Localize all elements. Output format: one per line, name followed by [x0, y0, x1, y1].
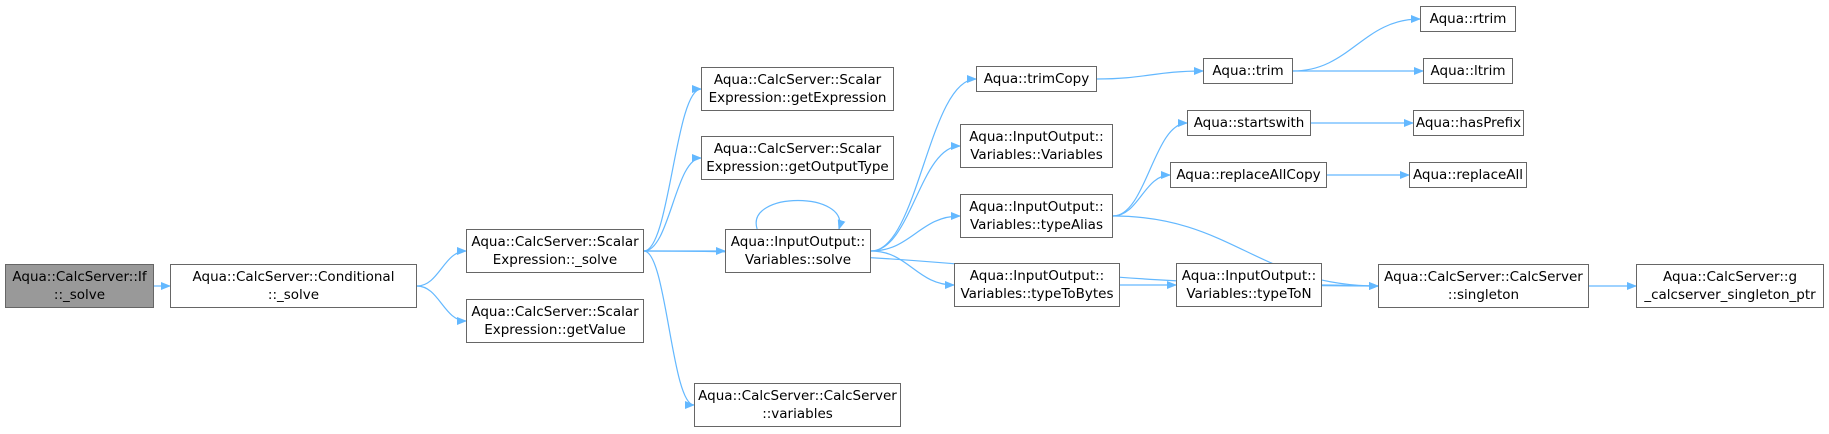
node-variables-solve[interactable]: Aqua::InputOutput::Variables::solve [725, 229, 871, 273]
node-label-line: Expression::getOutputType [706, 159, 889, 175]
node-replace-all-copy[interactable]: Aqua::replaceAllCopy [1170, 162, 1327, 188]
edge-variables_solve-to-variables_ctor [870, 142, 961, 252]
node-label-line: Aqua::ltrim [1430, 63, 1506, 79]
edge-type_alias-to-singleton [1112, 215, 1379, 290]
node-calcserver-singleton[interactable]: Aqua::CalcServer::CalcServer::singleton [1378, 264, 1589, 308]
node-label-line: Expression::_solve [492, 252, 618, 268]
edge-scalar_solve-to-calcserver_variables [643, 250, 695, 409]
node-label-line: Variables::typeToBytes [960, 286, 1114, 302]
node-label-line: Aqua::CalcServer::g [1662, 269, 1798, 285]
node-label-line: Aqua::InputOutput:: [969, 129, 1104, 145]
node-label-line: Aqua::CalcServer::CalcServer [698, 388, 897, 404]
edge-variables_solve-to-variables_solve [755, 199, 846, 230]
edge-variables_solve-to-type_alias [870, 212, 961, 252]
edge-trim_copy-to-trim [1096, 67, 1204, 80]
node-label-line: Aqua::replaceAll [1412, 167, 1524, 183]
edge-trim-to-rtrim [1292, 15, 1421, 72]
node-label-line: ::singleton [1447, 287, 1520, 303]
node-label-line: Variables::typeToN [1186, 286, 1312, 302]
node-label-line: Aqua::InputOutput:: [969, 199, 1104, 215]
node-label-line: Aqua::CalcServer::Scalar [713, 72, 882, 88]
node-variables-type-alias[interactable]: Aqua::InputOutput::Variables::typeAlias [960, 194, 1113, 238]
node-label-line: Aqua::CalcServer::If [12, 269, 147, 285]
node-label-line: Variables::solve [744, 252, 852, 268]
node-label-line: Aqua::InputOutput:: [730, 234, 866, 250]
node-label-line: Aqua::CalcServer::Scalar [713, 141, 882, 157]
node-label-line: Variables::typeAlias [970, 217, 1103, 233]
node-label-line: ::_solve [267, 287, 320, 303]
edge-scalar_solve-to-get_output_type [643, 154, 702, 252]
node-label-line: Aqua::rtrim [1429, 11, 1507, 27]
node-label-line: ::_solve [53, 287, 106, 303]
node-label-line: Variables::Variables [970, 147, 1103, 163]
node-ltrim[interactable]: Aqua::ltrim [1423, 58, 1513, 84]
edge-conditional_solve-to-scalar_solve [416, 247, 467, 287]
edge-type_alias-to-startswith [1112, 119, 1188, 217]
edge-type_alias-to-replace_all_copy [1112, 171, 1171, 217]
node-variables-type-to-n[interactable]: Aqua::InputOutput::Variables::typeToN [1176, 263, 1322, 307]
node-label-line: ::variables [762, 406, 833, 422]
node-rtrim[interactable]: Aqua::rtrim [1420, 6, 1516, 32]
node-label-line: Expression::getValue [484, 322, 626, 338]
node-label-line: Aqua::trim [1212, 63, 1284, 79]
node-conditional-solve[interactable]: Aqua::CalcServer::Conditional::_solve [170, 264, 417, 308]
node-label-line: Aqua::CalcServer::Scalar [471, 234, 639, 250]
node-if-solve: Aqua::CalcServer::If::_solve [5, 264, 154, 308]
node-startswith[interactable]: Aqua::startswith [1187, 110, 1311, 136]
edge-variables_solve-to-trim_copy [870, 75, 977, 252]
edge-conditional_solve-to-get_value [416, 285, 467, 325]
node-variables-constructor[interactable]: Aqua::InputOutput::Variables::Variables [960, 124, 1113, 168]
node-label-line: Aqua::CalcServer::Conditional [192, 269, 395, 285]
node-trim[interactable]: Aqua::trim [1203, 58, 1293, 84]
node-label-line: Aqua::CalcServer::Scalar [471, 304, 639, 320]
node-label-line: Aqua::InputOutput:: [1181, 268, 1317, 284]
edge-type_to_n-to-singleton [1321, 281, 1379, 290]
node-calcserver-singleton-ptr[interactable]: Aqua::CalcServer::g_calcserver_singleton… [1636, 264, 1824, 308]
node-has-prefix[interactable]: Aqua::hasPrefix [1413, 110, 1524, 136]
node-replace-all[interactable]: Aqua::replaceAll [1409, 162, 1527, 188]
node-label-line: Aqua::startswith [1193, 115, 1305, 131]
node-label-line: Aqua::replaceAllCopy [1176, 167, 1321, 183]
node-label-line: Aqua::InputOutput:: [969, 268, 1105, 284]
node-trim-copy[interactable]: Aqua::trimCopy [976, 66, 1097, 92]
node-label-line: _calcserver_singleton_ptr [1644, 287, 1816, 303]
edge-scalar_solve-to-get_expression [643, 85, 702, 252]
node-label-line: Aqua::trimCopy [983, 71, 1090, 87]
node-variables-type-to-bytes[interactable]: Aqua::InputOutput::Variables::typeToByte… [954, 263, 1120, 307]
node-label-line: Aqua::hasPrefix [1415, 115, 1522, 131]
node-label-line: Aqua::CalcServer::CalcServer [1384, 269, 1583, 285]
edge-variables_solve-to-type_to_bytes [870, 250, 955, 289]
node-label-line: Expression::getExpression [708, 90, 887, 106]
node-calcserver-variables[interactable]: Aqua::CalcServer::CalcServer::variables [694, 383, 901, 427]
